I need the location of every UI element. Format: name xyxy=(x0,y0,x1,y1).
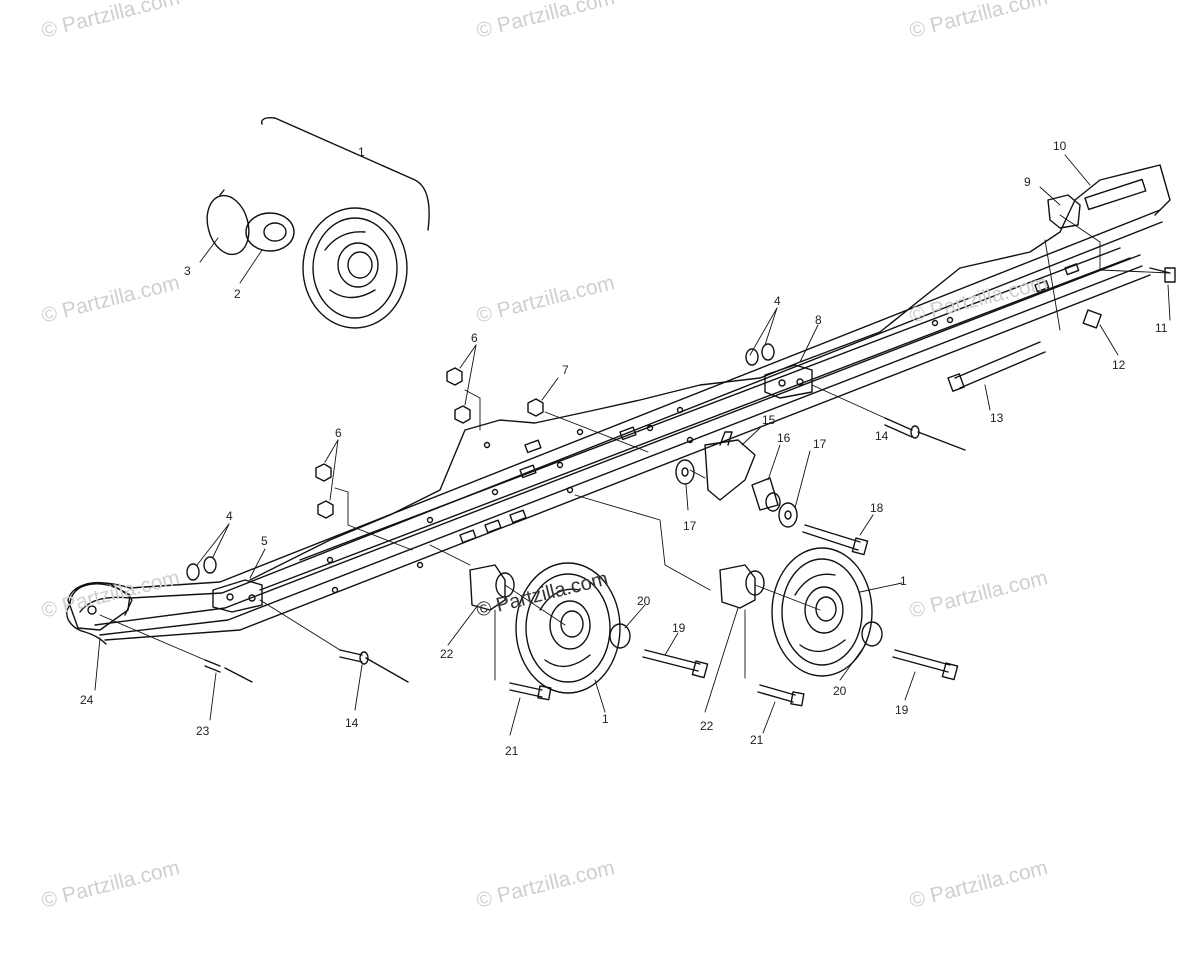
callout-23: 23 xyxy=(196,724,210,738)
callout-19-left: 19 xyxy=(672,621,686,635)
callout-8: 8 xyxy=(815,313,822,327)
axle-brackets xyxy=(469,564,765,611)
slide-rail xyxy=(66,164,1171,645)
rail-tip-24 xyxy=(67,582,131,631)
callout-14-left: 14 xyxy=(345,716,359,730)
callout-17-right: 17 xyxy=(813,437,827,451)
callout-9: 9 xyxy=(1024,175,1031,189)
wheel-exploded-top xyxy=(206,116,430,329)
callout-3: 3 xyxy=(184,264,191,278)
callout-6-upper: 6 xyxy=(471,331,478,345)
callout-20-right: 20 xyxy=(833,684,847,698)
rail-holes xyxy=(326,316,954,594)
callout-18: 18 xyxy=(870,501,884,515)
rail-slots xyxy=(459,178,1147,544)
washers xyxy=(609,459,883,649)
callout-13: 13 xyxy=(990,411,1004,425)
callout-7: 7 xyxy=(562,363,569,377)
callout-20-left: 20 xyxy=(637,594,651,608)
callout-5: 5 xyxy=(261,534,268,548)
callout-1-right: 1 xyxy=(900,574,907,588)
callout-21-right: 21 xyxy=(750,733,764,747)
bracket-15 xyxy=(704,431,756,501)
rail-blocks xyxy=(212,194,1081,613)
callout-22-right: 22 xyxy=(700,719,714,733)
callout-4-right: 4 xyxy=(774,294,781,308)
callout-21-left: 21 xyxy=(505,744,519,758)
nuts xyxy=(186,343,775,581)
callout-10: 10 xyxy=(1053,139,1067,153)
callout-1-top: 1 xyxy=(358,145,365,159)
callout-6-lower: 6 xyxy=(335,426,342,440)
bushing-16 xyxy=(751,477,781,512)
callout-22-left: 22 xyxy=(440,647,454,661)
pins xyxy=(204,417,966,683)
leader-lines xyxy=(94,154,1171,736)
callout-1-center: 1 xyxy=(602,712,609,726)
callout-11: 11 xyxy=(1155,321,1168,335)
callout-12: 12 xyxy=(1112,358,1126,372)
callout-2: 2 xyxy=(234,287,241,301)
callout-19-right: 19 xyxy=(895,703,909,717)
callout-14-right: 14 xyxy=(875,429,889,443)
assembly-lines xyxy=(99,214,1171,681)
wheel-center xyxy=(515,562,621,694)
wheel-right xyxy=(771,547,873,677)
bolts xyxy=(509,267,1176,707)
callout-16: 16 xyxy=(777,431,791,445)
callout-4-left: 4 xyxy=(226,509,233,523)
callout-15: 15 xyxy=(762,413,776,427)
callout-24: 24 xyxy=(80,693,94,707)
callout-17-left: 17 xyxy=(683,519,697,533)
